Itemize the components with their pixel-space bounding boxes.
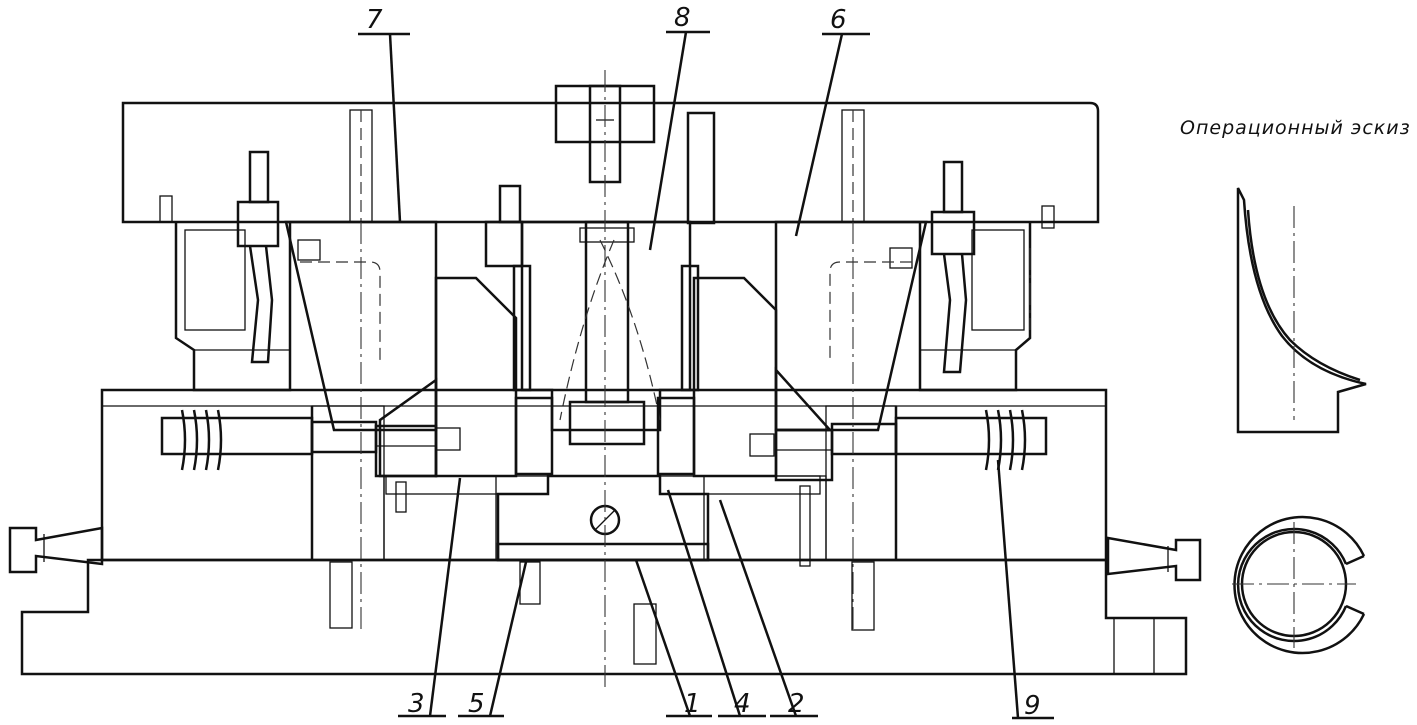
operation-sketch-plan-view — [1232, 515, 1366, 655]
callout-3: 3 — [408, 689, 425, 719]
callout-9: 9 — [1024, 691, 1041, 721]
callout-4: 4 — [734, 689, 751, 719]
operation-sketch-section — [1236, 187, 1367, 434]
punch-holder-8 — [484, 184, 700, 446]
left-upper-housing — [174, 222, 292, 392]
callout-leaders — [358, 30, 1054, 720]
right-spring-9 — [830, 409, 1048, 471]
callout-2: 2 — [788, 689, 805, 719]
right-stripper-bolt — [889, 160, 976, 374]
right-upper-wedge-6 — [774, 220, 928, 432]
left-slider-3 — [374, 276, 518, 478]
callout-7: 7 — [366, 5, 383, 35]
right-slider-2 — [692, 276, 834, 482]
left-spring-assembly — [160, 409, 378, 471]
lower-base-plate — [20, 558, 1188, 676]
callout-6: 6 — [830, 5, 847, 35]
callout-8: 8 — [674, 3, 691, 33]
left-handle — [8, 526, 104, 574]
right-handle — [1106, 536, 1202, 582]
callout-5: 5 — [468, 689, 485, 719]
callout-1: 1 — [684, 689, 701, 719]
operation-sketch-title: Операционный эскиз — [1180, 117, 1411, 139]
centre-lines — [360, 70, 1031, 690]
left-stripper-bolt — [236, 150, 321, 364]
